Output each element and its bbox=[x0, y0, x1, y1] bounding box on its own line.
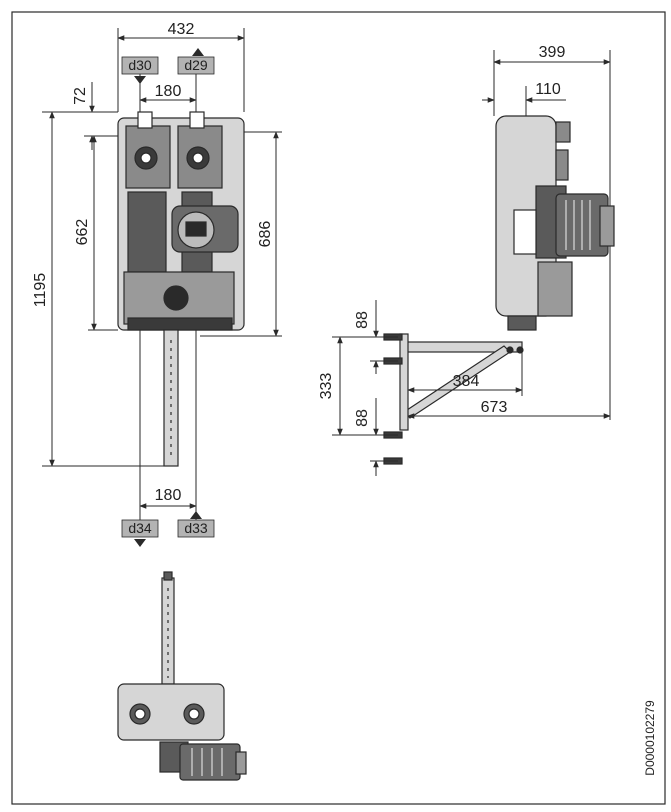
connection-tag-d34: d34 bbox=[121, 519, 159, 547]
front-bottom-dims bbox=[139, 330, 197, 520]
dim-label-bracket-spacing-bottom: 88 bbox=[354, 409, 371, 427]
front-view bbox=[42, 28, 282, 467]
tag-label-d33: d33 bbox=[184, 520, 208, 536]
side-lower-dims bbox=[332, 300, 611, 476]
side-unit bbox=[495, 115, 615, 331]
document-id: D0000102279 bbox=[643, 700, 657, 776]
page-frame bbox=[11, 11, 666, 805]
dim-label-width: 432 bbox=[168, 21, 195, 38]
bottom-view bbox=[117, 571, 247, 781]
tag-label-d29: d29 bbox=[184, 57, 208, 73]
dim-label-total-length: 673 bbox=[481, 399, 508, 416]
dim-label-bracket-total: 333 bbox=[318, 373, 335, 400]
dim-label-height-right: 686 bbox=[257, 221, 274, 248]
front-unit bbox=[117, 111, 245, 331]
connection-tag-d33: d33 bbox=[177, 511, 215, 538]
connection-tag-d29: d29 bbox=[177, 48, 215, 75]
tag-label-d30: d30 bbox=[128, 57, 152, 73]
dim-label-top-offset: 72 bbox=[72, 87, 89, 105]
dim-label-top-spacing: 180 bbox=[155, 83, 182, 100]
dim-label-depth: 399 bbox=[539, 44, 566, 61]
dim-label-bracket-spacing-top: 88 bbox=[354, 311, 371, 329]
dim-label-arm-length: 384 bbox=[453, 373, 480, 390]
dim-label-height-left: 662 bbox=[74, 219, 91, 246]
tag-label-d34: d34 bbox=[128, 520, 152, 536]
dim-label-wall-offset: 110 bbox=[535, 81, 561, 98]
wall-screws bbox=[383, 333, 403, 465]
dim-label-total-height: 1195 bbox=[32, 273, 49, 308]
dim-label-bottom-spacing: 180 bbox=[155, 487, 182, 504]
front-rod bbox=[163, 329, 179, 467]
connection-tag-d30: d30 bbox=[121, 56, 159, 84]
